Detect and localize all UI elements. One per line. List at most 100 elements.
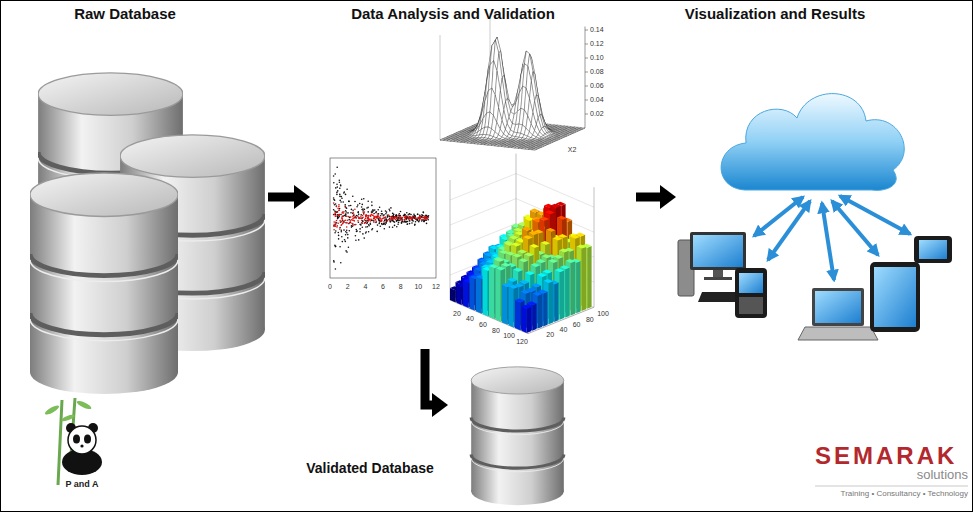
axis-tick: 0.12 [590, 40, 604, 48]
ma-plot [366, 223, 368, 225]
axis-tick: 10 [414, 283, 422, 291]
ma-plot [393, 218, 395, 220]
axis-tick: 6 [381, 283, 385, 291]
ma-plot [363, 237, 365, 239]
ma-plot [365, 216, 367, 218]
ma-plot [335, 203, 337, 205]
axis-tick: 0.14 [590, 26, 604, 34]
ma-plot [404, 215, 406, 217]
bar-chart-3d [532, 303, 536, 330]
ma-plot [422, 217, 424, 219]
ma-plot [381, 213, 383, 215]
ma-plot [415, 217, 417, 219]
ma-plot [385, 217, 387, 219]
ma-plot [407, 218, 409, 220]
ma-plot [418, 221, 420, 223]
ma-plot [385, 210, 387, 212]
ma-plot [408, 218, 410, 220]
database-icon [471, 367, 564, 505]
ma-plot [415, 219, 417, 221]
axis-tick: 60 [479, 321, 487, 329]
ma-plot [356, 206, 358, 208]
ma-plot [414, 215, 416, 217]
bar-chart-3d [565, 267, 569, 317]
ma-plot [392, 226, 394, 228]
ma-plot [412, 220, 414, 222]
ma-plot [356, 229, 358, 231]
ma-plot [338, 214, 340, 216]
flow-arrow [636, 193, 662, 202]
tablet-icon [870, 262, 920, 332]
bar-chart-3d [520, 280, 530, 284]
ma-plot [405, 217, 407, 219]
flow-arrow [660, 185, 676, 209]
ma-plot [376, 220, 378, 222]
bar-chart-3d [502, 285, 507, 325]
tablet-icon [874, 267, 916, 327]
bar-chart-3d [509, 235, 519, 239]
ma-plot [367, 217, 369, 219]
ma-plot [379, 221, 381, 223]
bar-chart-3d [509, 287, 514, 328]
ma-plot [393, 214, 395, 216]
ma-plot [370, 223, 372, 225]
ma-plot [402, 217, 404, 219]
ma-plot [343, 229, 345, 231]
ma-plot [384, 217, 386, 219]
ma-plot [358, 214, 360, 216]
ma-plot [354, 209, 356, 211]
ma-plot [349, 222, 351, 224]
ma-plot [374, 209, 376, 211]
bar-chart-3d [483, 269, 488, 316]
tablet-icon [870, 262, 920, 332]
ma-plot [338, 232, 340, 234]
bar-chart-3d [519, 258, 529, 262]
ma-plot [367, 207, 369, 209]
surface-plot [585, 30, 588, 31]
ma-plot [364, 222, 366, 224]
ma-plot [333, 199, 335, 201]
ma-plot [339, 228, 341, 230]
surface-plot [585, 44, 588, 45]
ma-plot [362, 217, 364, 219]
ma-plot [347, 234, 349, 236]
ma-plot [337, 217, 339, 219]
surface-plot [585, 58, 588, 59]
ma-plot [362, 204, 364, 206]
bar-chart-3d [560, 265, 570, 269]
ma-plot [346, 232, 348, 234]
ma-plot [336, 183, 338, 185]
bar-chart-3d [525, 271, 535, 275]
ma-plot [343, 212, 345, 214]
ma-plot [397, 217, 399, 219]
ma-plot [337, 217, 339, 219]
ma-plot [375, 212, 377, 214]
ma-plot [358, 217, 360, 219]
axis-tick: 20 [453, 310, 461, 318]
bar-chart-3d [522, 305, 532, 309]
ma-plot [359, 224, 361, 226]
ma-plot [352, 212, 354, 214]
bar-chart-3d [508, 278, 518, 282]
ma-plot [338, 217, 340, 219]
phone-icon [914, 236, 952, 263]
ma-plot [335, 268, 337, 270]
ma-plot [417, 213, 419, 215]
ma-plot [370, 215, 372, 217]
ma-plot [371, 211, 373, 213]
flow-arrow [268, 193, 296, 202]
bar-chart-3d [576, 261, 580, 313]
ma-plot [354, 217, 356, 219]
flow-arrow [425, 349, 448, 417]
ma-plot [397, 218, 399, 220]
bar-chart-3d [495, 258, 505, 262]
bar-chart-3d [450, 180, 451, 300]
ma-plot [361, 223, 363, 225]
bar-chart-3d [544, 279, 554, 283]
ma-plot [366, 215, 368, 217]
bar-chart-3d [457, 285, 462, 305]
ma-plot [391, 217, 393, 219]
ma-plot [365, 218, 367, 220]
ma-plot [362, 210, 364, 212]
bar-chart-3d [553, 236, 563, 240]
